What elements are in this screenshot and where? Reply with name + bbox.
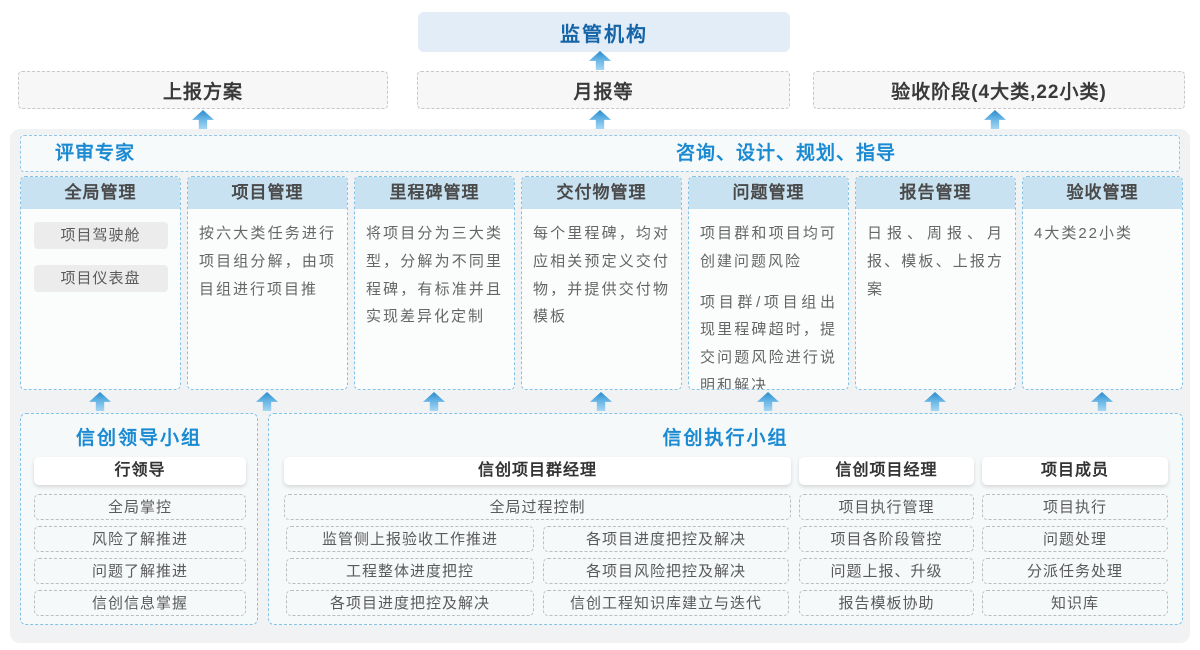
monthly-report-box: 月报等 [417, 71, 790, 109]
platform-container: 评审专家 咨询、设计、规划、指导 全局管理 项目驾驶舱 项目仪表盘 项目管理 按… [10, 129, 1190, 643]
role-project-member: 项目成员 [982, 457, 1168, 485]
column-description: 将项目分为三大类型，分解为不同里程碑，有标准并且实现差异化定制 [366, 225, 503, 326]
column-title: 项目管理 [188, 177, 347, 209]
column-body: 项目驾驶舱 项目仪表盘 [21, 209, 180, 292]
column-description: 项目群和项目均可创建问题风险 [700, 225, 837, 270]
role-project-manager: 信创项目经理 [799, 457, 974, 485]
column-title: 全局管理 [21, 177, 180, 209]
platform-header-strip: 评审专家 咨询、设计、规划、指导 [20, 135, 1180, 172]
expert-review-label: 评审专家 [55, 143, 136, 164]
column-body: 每个里程碑，均对应相关预定义交付物，并提供交付物模板 [522, 209, 681, 331]
column-acceptance-management: 验收管理 4大类22小类 [1022, 176, 1183, 390]
column-deliverable-management: 交付物管理 每个里程碑，均对应相关预定义交付物，并提供交付物模板 [521, 176, 682, 390]
role-program-manager: 信创项目群经理 [284, 457, 791, 485]
member-task: 分派任务处理 [982, 558, 1168, 584]
role-bank-leader: 行领导 [34, 457, 246, 485]
column-description: 日报、周报、月报、模板、上报方案 [867, 225, 1004, 298]
program-manager-task: 各项目风险把控及解决 [543, 558, 789, 584]
column-body: 将项目分为三大类型，分解为不同里程碑，有标准并且实现差异化定制 [355, 209, 514, 331]
program-manager-task: 监管侧上报验收工作推进 [286, 526, 534, 552]
execution-group: 信创执行小组 信创项目群经理 信创项目经理 项目成员 全局过程控制 监管侧上报验… [268, 413, 1183, 625]
program-manager-task: 工程整体进度把控 [286, 558, 534, 584]
up-arrow-icon [589, 110, 611, 129]
project-manager-task: 项目执行管理 [799, 494, 974, 520]
leadership-task: 全局掌控 [34, 494, 246, 520]
column-body: 按六大类任务进行项目组分解，由项目组进行项目推 [188, 209, 347, 303]
project-manager-task: 报告模板协助 [799, 590, 974, 616]
column-title: 交付物管理 [522, 177, 681, 209]
up-arrow-icon [589, 51, 611, 70]
group-title: 信创执行小组 [662, 428, 789, 449]
column-milestone-management: 里程碑管理 将项目分为三大类型，分解为不同里程碑，有标准并且实现差异化定制 [354, 176, 515, 390]
pill-project-dashboard: 项目仪表盘 [33, 265, 168, 292]
member-task: 项目执行 [982, 494, 1168, 520]
column-report-management: 报告管理 日报、周报、月报、模板、上报方案 [855, 176, 1016, 390]
leadership-task: 信创信息掌握 [34, 590, 246, 616]
program-manager-task: 全局过程控制 [284, 494, 791, 520]
program-manager-task: 信创工程知识库建立与迭代 [543, 590, 789, 616]
column-body: 4大类22小类 [1023, 209, 1182, 248]
leadership-task: 问题了解推进 [34, 558, 246, 584]
pill-project-cockpit: 项目驾驶舱 [33, 222, 168, 249]
column-description: 4大类22小类 [1034, 225, 1134, 242]
column-body: 日报、周报、月报、模板、上报方案 [856, 209, 1015, 303]
column-description: 项目群/项目组出现里程碑超时，提交问题风险进行说明和解决 [700, 293, 837, 390]
column-description: 每个里程碑，均对应相关预定义交付物，并提供交付物模板 [533, 225, 670, 326]
project-manager-task: 问题上报、升级 [799, 558, 974, 584]
up-arrow-icon [984, 110, 1006, 129]
column-issue-management: 问题管理 项目群和项目均可创建问题风险 项目群/项目组出现里程碑超时，提交问题风… [688, 176, 849, 390]
leadership-group: 信创领导小组 行领导 全局掌控 风险了解推进 问题了解推进 信创信息掌握 [20, 413, 258, 625]
program-manager-task: 各项目进度把控及解决 [286, 590, 534, 616]
column-title: 问题管理 [689, 177, 848, 209]
leadership-task: 风险了解推进 [34, 526, 246, 552]
member-task: 知识库 [982, 590, 1168, 616]
up-arrow-icon [192, 110, 214, 129]
column-global-management: 全局管理 项目驾驶舱 项目仪表盘 [20, 176, 181, 390]
column-title: 里程碑管理 [355, 177, 514, 209]
column-description: 按六大类任务进行项目组分解，由项目组进行项目推 [199, 225, 336, 298]
column-body: 项目群和项目均可创建问题风险 项目群/项目组出现里程碑超时，提交问题风险进行说明… [689, 209, 848, 390]
program-manager-task: 各项目进度把控及解决 [543, 526, 789, 552]
report-plan-box: 上报方案 [18, 71, 388, 109]
column-title: 验收管理 [1023, 177, 1182, 209]
column-title: 报告管理 [856, 177, 1015, 209]
group-title: 信创领导小组 [75, 428, 202, 449]
column-project-management: 项目管理 按六大类任务进行项目组分解，由项目组进行项目推 [187, 176, 348, 390]
regulator-box: 监管机构 [418, 12, 790, 52]
advisory-label: 咨询、设计、规划、指导 [676, 143, 897, 164]
project-manager-task: 项目各阶段管控 [799, 526, 974, 552]
acceptance-stage-box: 验收阶段(4大类,22小类) [813, 71, 1185, 109]
member-task: 问题处理 [982, 526, 1168, 552]
